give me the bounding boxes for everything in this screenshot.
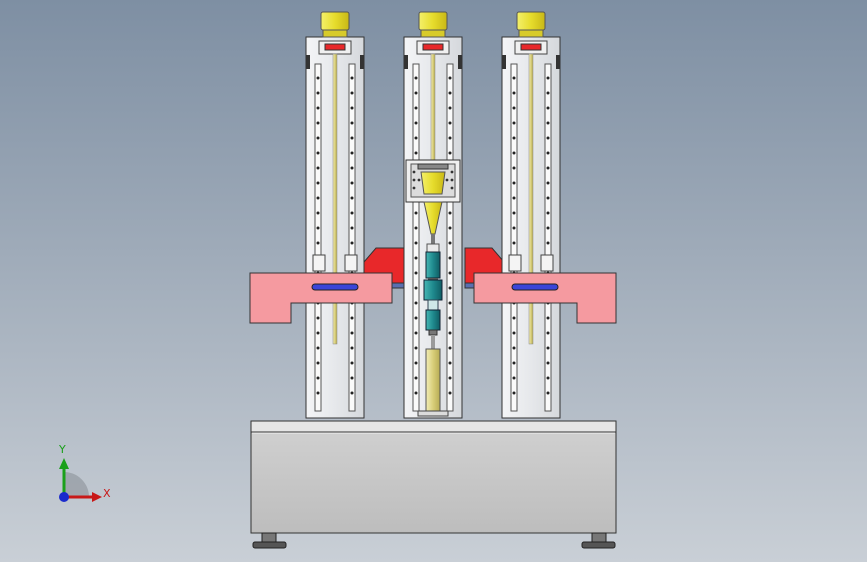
top-motor-center bbox=[418, 11, 448, 38]
leveling-foot-left bbox=[252, 532, 287, 549]
top-motor-left bbox=[320, 11, 350, 38]
leveling-foot-right bbox=[581, 532, 616, 549]
axis-x-label: X bbox=[103, 487, 111, 500]
crosshead-center[interactable] bbox=[405, 159, 461, 203]
specimen-assembly[interactable] bbox=[417, 201, 449, 417]
axis-y-label: Y bbox=[59, 443, 66, 456]
column-right[interactable] bbox=[501, 36, 561, 419]
clamp-arm-left[interactable] bbox=[249, 272, 393, 324]
column-left[interactable] bbox=[305, 36, 365, 419]
clamp-arm-right[interactable] bbox=[473, 272, 617, 324]
top-motor-right bbox=[516, 11, 546, 38]
base-cabinet[interactable] bbox=[250, 420, 617, 534]
axis-triad-icon bbox=[59, 458, 102, 502]
